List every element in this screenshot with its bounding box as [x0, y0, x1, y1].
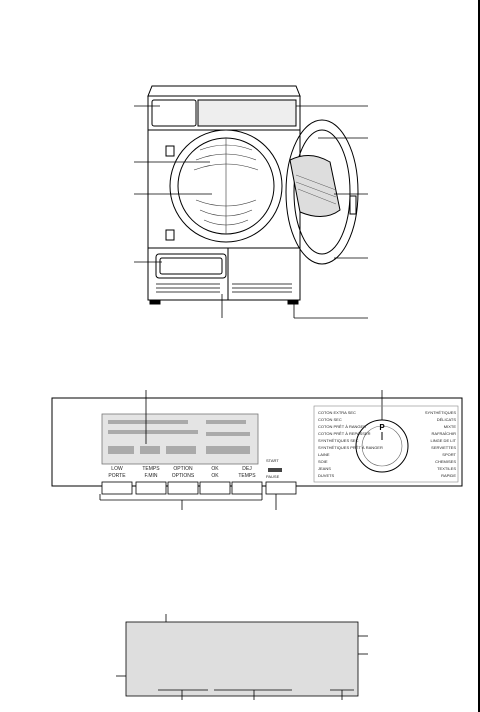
program-label-right: LINGE DE LIT	[430, 438, 456, 443]
function-button-sublabel: OK	[211, 473, 219, 479]
program-label-left: DUVETS	[318, 473, 335, 478]
program-label-right: SERVIETTES	[431, 445, 456, 450]
start-lamp	[268, 468, 282, 472]
function-button-sublabel: TEMPS	[238, 473, 256, 479]
program-labels: COTON EXTRA SEC COTON SEC COTON PRÊT À RAN…	[318, 410, 457, 478]
page-edge-rule	[478, 0, 480, 712]
program-label-right: RAFRAÎCHIR	[432, 431, 457, 436]
program-dial[interactable]	[355, 419, 409, 473]
function-button-sublabel: F.MIN	[144, 473, 157, 479]
function-button-6[interactable]	[265, 481, 297, 495]
dryer-overview-figure	[134, 85, 368, 319]
function-button-frame[interactable]	[101, 481, 133, 495]
function-button-label: TEMPS	[142, 466, 160, 472]
function-button-label: OPTION	[173, 466, 193, 472]
dial-symbol: P	[379, 423, 385, 432]
function-button-sublabel: OPTIONS	[172, 473, 195, 479]
program-label-right: CHEMISES	[435, 459, 456, 464]
program-label-right: DÉLICATS	[437, 417, 457, 422]
display-detail-figure	[116, 614, 368, 700]
function-button-label: OK	[211, 466, 219, 472]
dryer-door	[285, 119, 359, 265]
program-label-left: COTON SEC	[318, 417, 342, 422]
display-detail	[125, 621, 359, 697]
function-button-frame[interactable]	[199, 481, 231, 495]
function-button-frame[interactable]	[167, 481, 199, 495]
program-label-right: SPORT	[442, 452, 456, 457]
function-button-frame[interactable]	[231, 481, 263, 495]
program-label-right: RAPIDE	[441, 473, 456, 478]
function-button-frame[interactable]	[265, 481, 297, 495]
start-label-line1: START	[266, 458, 279, 463]
start-label-line2: PAUSE	[266, 474, 280, 479]
program-label-left: SOIE	[318, 459, 328, 464]
function-button-sublabel: PORTE	[108, 473, 126, 479]
function-button-frame[interactable]	[135, 481, 167, 495]
program-label-left: LAINE	[318, 452, 330, 457]
function-button-label: LOW	[111, 466, 123, 472]
program-selector-area	[313, 405, 459, 483]
program-label-left: COTON EXTRA SEC	[318, 410, 356, 415]
program-label-right: MIXTE	[444, 424, 457, 429]
control-panel-figure: START PAUSE P	[51, 390, 463, 510]
program-label-right: SYNTHÉTIQUES	[425, 410, 456, 415]
control-panel-area	[151, 99, 197, 127]
function-button-label: DEJ	[242, 466, 252, 472]
program-label-left: COTON PRÊT À RANGER	[318, 424, 366, 429]
program-label-left: SYNTHÉTIQUES SEC	[318, 438, 359, 443]
function-buttons: LOWPORTETEMPSF.MINOPTIONOPTIONSOKOKDEJTE…	[101, 466, 297, 495]
water-container	[155, 253, 227, 279]
program-label-right: TEXTILES	[437, 466, 456, 471]
program-label-left: JEANS	[318, 466, 331, 471]
program-label-left: COTON PRÊT À REPASSER	[318, 431, 371, 436]
program-label-left: SYNTHÉTIQUES PRÊT À RANGER	[318, 445, 383, 450]
